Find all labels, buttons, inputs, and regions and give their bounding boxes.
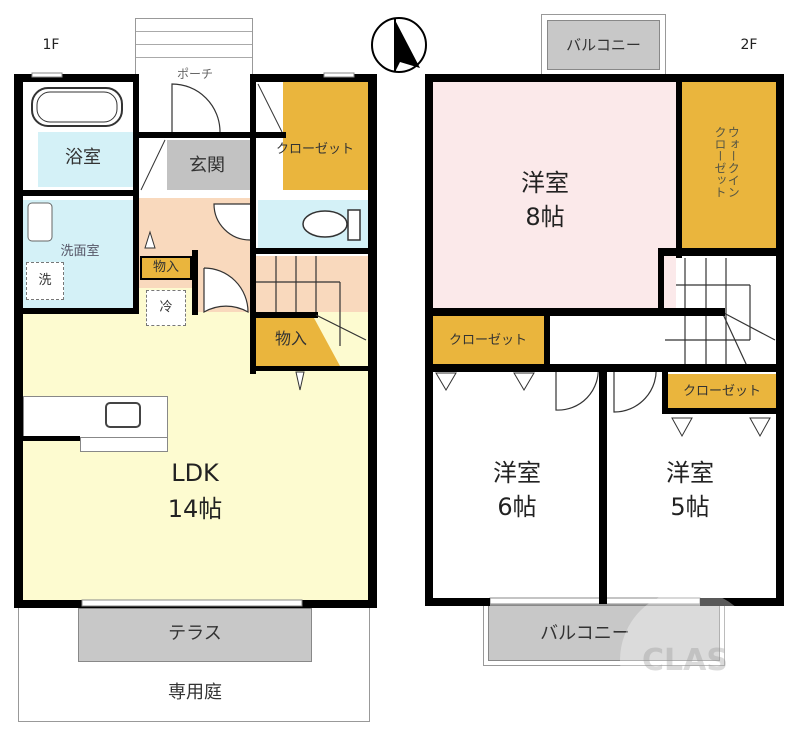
wall [368,74,377,604]
closet-2f-left [432,316,544,366]
wall [14,190,139,196]
watermark-logo [620,590,760,730]
balcony-south [483,604,725,666]
floor-label-2f: 2F [740,37,758,54]
storage-stairs-label: 物入 [274,329,307,349]
western-room-6-name: 洋室 [493,458,541,487]
ldk-size: 14帖 [167,494,223,523]
walk-in-closet [682,82,776,248]
closet-1f-label: クローゼット [275,141,354,157]
wall [425,74,433,606]
balcony-south-label: バルコニー [540,623,630,645]
closet-2f-right [668,374,776,410]
wall [256,312,318,318]
wall [425,74,784,82]
ldk-label: LDK [171,458,219,487]
terrace-label: テラス [168,623,222,645]
western-room-6-size: 6帖 [497,492,537,521]
fridge-space [146,290,186,326]
balcony-north-label: バルコニー [566,35,641,54]
closet-1f [283,82,368,190]
floor-label-1f: 1F [42,37,60,54]
wall [425,598,490,606]
western-room-8-size: 8帖 [525,202,565,231]
western-room-5-name: 洋室 [666,458,714,487]
entrance [167,140,250,190]
wall [676,82,682,258]
wall [425,308,725,316]
balcony-north [541,14,666,76]
washer-label: 洗 [38,272,52,288]
wall [250,74,377,82]
bathroom-label: 浴室 [65,147,101,169]
north-arrow-icon [371,17,427,73]
wall [658,248,784,256]
wall [700,598,784,606]
entrance-label: 玄関 [189,155,225,177]
western-room-8 [433,82,676,312]
kitchen-counter-ext [80,438,168,452]
walk-in-closet-label: ウォークイン クローゼット [713,126,741,198]
wall [776,74,784,606]
storage-small [140,256,192,280]
washer-space [26,262,64,300]
wall [14,308,139,314]
wall [256,366,368,371]
wall [139,132,286,138]
wall [662,408,784,414]
wall [662,364,668,412]
kitchen-sink-icon [105,402,141,428]
wall [544,312,550,370]
wall [599,364,607,604]
watermark-text: CLAS [642,642,728,678]
washroom-label: 洗面室 [60,243,100,259]
wall [192,250,198,315]
wall [14,74,139,82]
wall [14,74,23,604]
western-room-5-size: 5帖 [670,492,710,521]
storage-small-label: 物入 [152,259,179,275]
western-room-8-name: 洋室 [521,168,569,197]
wall [14,436,80,441]
closet-2f-right-label: クローゼット [682,383,761,399]
kitchen-counter [23,396,168,438]
terrace [78,608,312,662]
private-garden-label: 専用庭 [168,682,222,704]
closet-2f-left-label: クローゼット [448,332,527,348]
wall [658,248,664,310]
wall [256,248,368,254]
wall [250,74,256,374]
bathroom [38,132,133,187]
fridge-label: 冷 [159,299,173,315]
porch-label: ポーチ [176,67,213,82]
